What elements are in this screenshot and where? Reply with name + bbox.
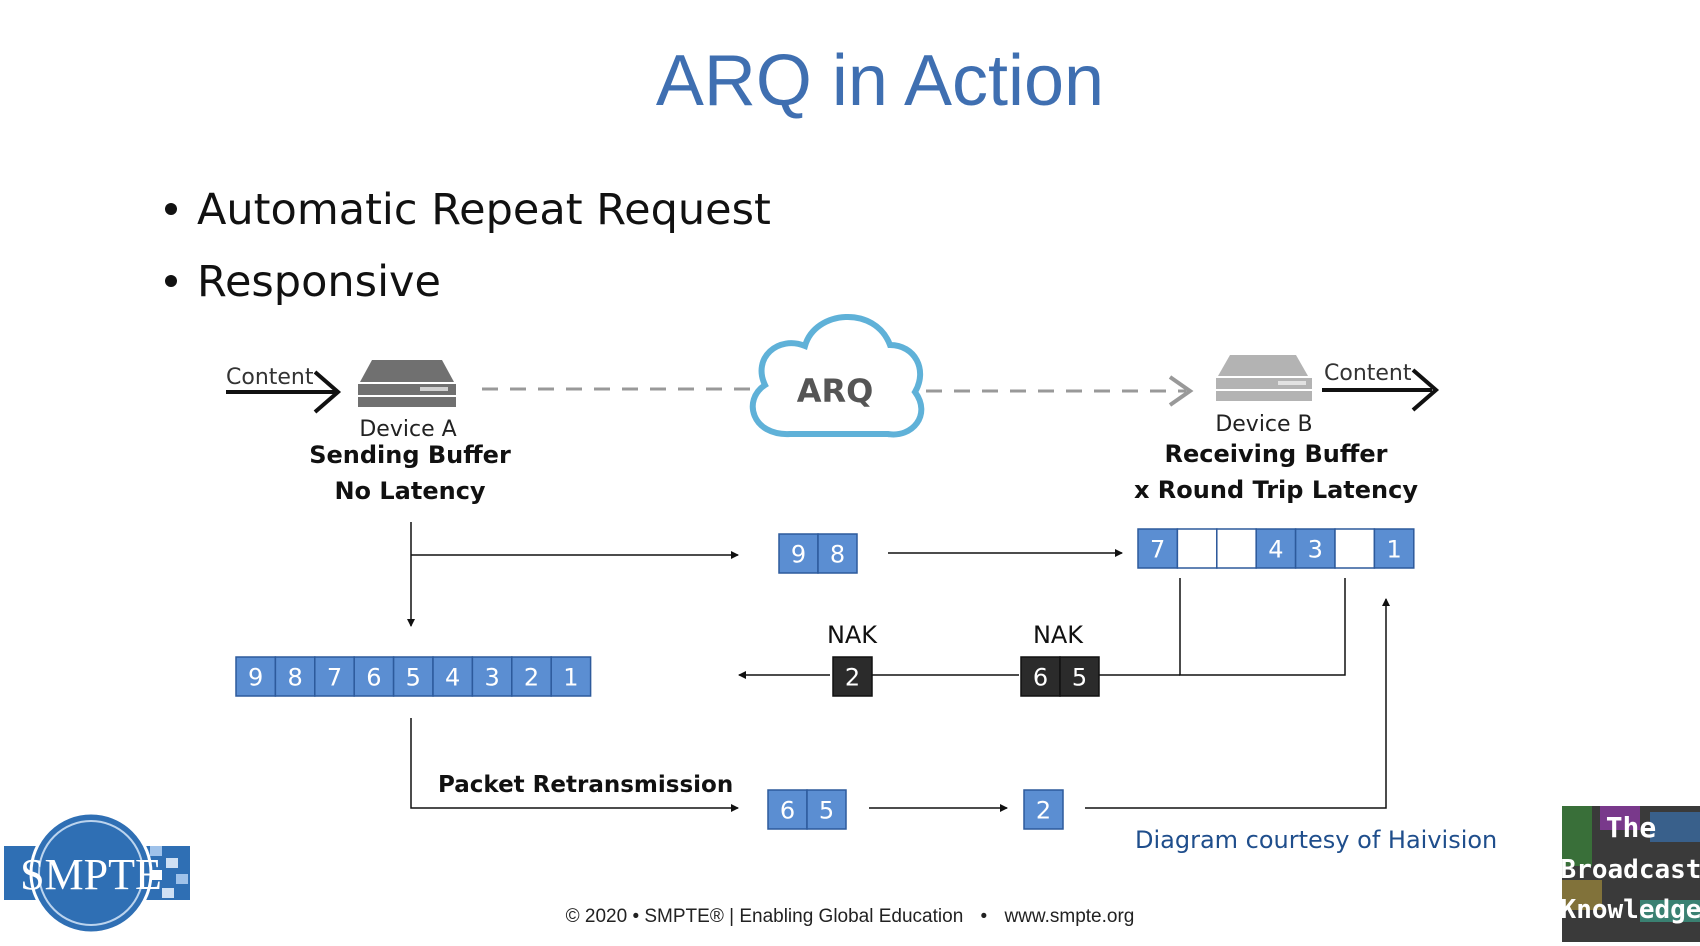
packet-cell: [1137, 528, 1179, 569]
packet-cell: [1294, 528, 1336, 569]
packet-number: 3: [1308, 536, 1323, 564]
packet-slot-empty: [1334, 528, 1376, 569]
bullet-dot: [165, 274, 177, 287]
packet-number: 4: [445, 664, 460, 692]
packet-cell: [235, 656, 277, 697]
device-a-latency-label: No Latency: [334, 477, 485, 505]
packet-number: 2: [524, 664, 539, 692]
packet-number: 6: [780, 797, 795, 825]
packet-cell: [1255, 528, 1297, 569]
packet-cell: [432, 656, 474, 697]
packet-cell: [550, 656, 592, 697]
packet-number: 5: [1072, 664, 1087, 692]
slide-title: ARQ in Action: [655, 41, 1105, 121]
device-b-icon: [1216, 355, 1312, 401]
bullet-dot: [165, 202, 177, 215]
packet-number: 8: [830, 541, 845, 569]
packet-number: 8: [287, 664, 302, 692]
cloud-label: ARQ: [797, 372, 874, 410]
packet-cell: [817, 533, 858, 574]
smpte-logo: SMPTE: [4, 811, 190, 935]
packet-number: 9: [791, 541, 806, 569]
nak-label-left: NAK: [827, 621, 878, 649]
packet-number: 1: [1386, 536, 1401, 564]
smpte-logo-text: SMPTE: [20, 850, 162, 899]
device-b-latency-label: x Round Trip Latency: [1134, 476, 1418, 504]
retransmit-line-up: [1085, 598, 1390, 809]
packet-number: 4: [1268, 536, 1283, 564]
nak-label-right: NAK: [1033, 621, 1084, 649]
packet-number: 2: [845, 664, 860, 692]
packet-cell: [1373, 528, 1415, 569]
packet-cell: [314, 656, 355, 697]
footer: © 2020 • SMPTE® | Enabling Global Educat…: [0, 906, 1700, 928]
packet-number: 5: [406, 664, 421, 692]
retransmission-label: Packet Retransmission: [438, 772, 733, 798]
content-in-arrow: [226, 370, 342, 414]
footer-separator: •: [980, 906, 988, 927]
packet-number: 2: [1036, 797, 1051, 825]
dashed-link-arrowhead: [1168, 375, 1194, 407]
nak-packet: [1059, 656, 1100, 697]
nak-packet: [1020, 656, 1061, 697]
packet-number: 7: [1150, 536, 1165, 564]
broadcast-knowledge-logo: The Broadcast Knowledge: [1561, 806, 1700, 942]
nak-collect-line: [1179, 578, 1346, 676]
packet-number: 6: [366, 664, 381, 692]
packet-slot-empty: [1176, 528, 1218, 569]
bullet-text: Automatic Repeat Request: [197, 185, 771, 235]
packet-number: 3: [484, 664, 499, 692]
packet-cell: [778, 533, 819, 574]
packet-cell: [274, 656, 316, 697]
broadcast-logo-line3: Knowledge: [1561, 895, 1700, 925]
footer-url[interactable]: www.smpte.org: [1004, 906, 1135, 927]
content-in-label: Content: [226, 365, 314, 390]
device-a-name: Device A: [359, 417, 456, 442]
device-b-name: Device B: [1215, 412, 1312, 437]
packet-cell: [471, 656, 513, 697]
packet-slot-empty: [1216, 528, 1257, 569]
broadcast-logo-line1: The: [1606, 811, 1657, 844]
bullet-item: Responsive: [165, 257, 441, 307]
packet-cell: [392, 656, 434, 697]
device-a-buffer-label: Sending Buffer: [309, 441, 511, 469]
packet-number: 9: [248, 664, 263, 692]
content-out-arrow: [1322, 368, 1440, 412]
content-out-label: Content: [1324, 361, 1412, 386]
nak-packet: [832, 656, 873, 697]
packet-cell: [806, 789, 847, 830]
packet-number: 7: [327, 664, 342, 692]
nak-packet-group-left: 2: [832, 656, 873, 697]
packet-number: 5: [819, 797, 834, 825]
footer-copyright: © 2020 • SMPTE® | Enabling Global Educat…: [565, 906, 964, 927]
diagram-courtesy: Diagram courtesy of Haivision: [1135, 826, 1498, 854]
bullet-text: Responsive: [197, 257, 441, 307]
bullet-item: Automatic Repeat Request: [165, 185, 771, 235]
packet-number: 1: [563, 664, 578, 692]
device-a-icon: [358, 360, 456, 407]
packet-cell: [1023, 789, 1064, 830]
device-b-buffer-label: Receiving Buffer: [1165, 440, 1388, 468]
retransmit-packets-b: 2: [1023, 789, 1064, 830]
retransmit-line: [410, 718, 739, 812]
packet-number: 6: [1033, 664, 1048, 692]
cloud-icon: [749, 314, 925, 438]
broadcast-logo-line2: Broadcast: [1561, 855, 1700, 885]
